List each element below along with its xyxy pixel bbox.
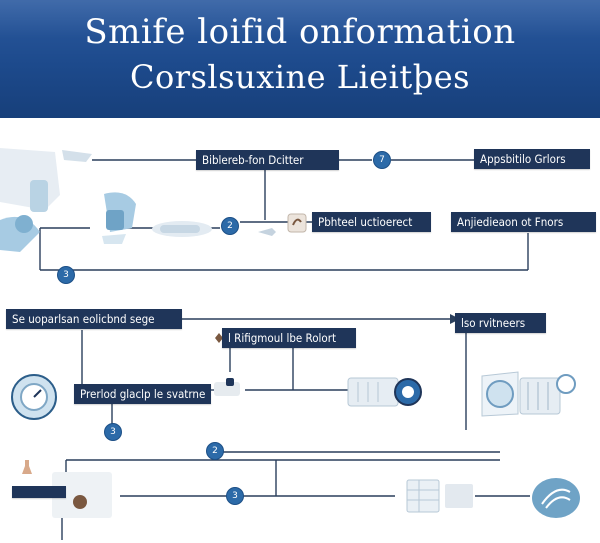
step-badge-4: 3 <box>104 423 122 441</box>
title-banner: Smife loifid onformation Corslsuxine Lie… <box>0 0 600 118</box>
node-box-7: lso rvitneers <box>455 313 546 333</box>
stylus-icon <box>258 228 276 236</box>
step-badge-6: 3 <box>226 487 244 505</box>
signal-dish-icon <box>532 478 580 518</box>
step-badge-5: 2 <box>206 442 224 460</box>
machine-icon <box>214 378 240 396</box>
tablet-device-icon <box>0 148 92 252</box>
node-box-3: Pbhteel uctioerect <box>312 212 431 232</box>
document-icon <box>287 213 307 233</box>
workstation-icon <box>481 371 576 417</box>
cloud-storage-icon <box>152 221 212 237</box>
node-marker-icon <box>215 333 223 343</box>
node-box-2: Appsbitilo Grlors <box>474 149 590 169</box>
monitor-icon <box>102 192 136 244</box>
node-box-8: Prerlod glaclp le svatrne <box>74 384 211 404</box>
flask-icon <box>22 460 32 474</box>
server-rack-icon <box>347 377 422 407</box>
node-box-5: Se uoparlsan eolicbnd sege <box>6 309 182 329</box>
data-grid-icon <box>406 479 473 513</box>
step-badge-3: 3 <box>57 266 75 284</box>
node-box-6: l Rifigmoul lbe Rolort <box>222 328 356 348</box>
node-box-4: Anjiedieaon ot Fnors <box>451 212 596 232</box>
tablet-panel-icon <box>52 472 112 518</box>
diagram-title-line-2: Corslsuxine Lieitþes <box>129 58 471 96</box>
node-box-9 <box>12 486 66 498</box>
gauge-icon <box>11 374 57 420</box>
node-box-1: Biblereb-fon Dcitter <box>196 150 339 170</box>
step-badge-2: 2 <box>221 217 239 235</box>
step-badge-1: 7 <box>373 151 391 169</box>
